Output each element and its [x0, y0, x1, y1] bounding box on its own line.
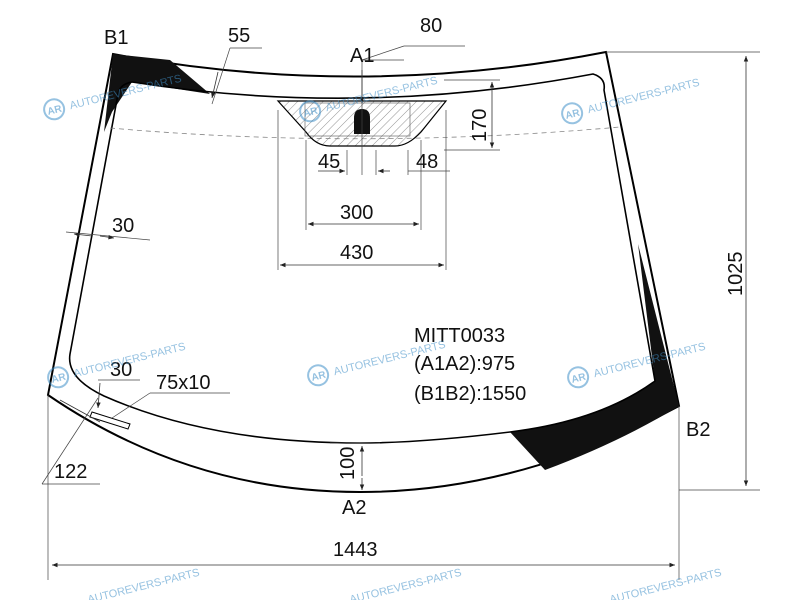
- corner-tint-top-left: [104, 54, 210, 132]
- svg-text:AUTOREVERS-PARTS: AUTOREVERS-PARTS: [86, 567, 200, 600]
- dim-430: 430: [340, 242, 373, 264]
- corner-tint-right: [510, 244, 679, 470]
- dim-1443: 1443: [333, 539, 378, 561]
- dim-122: 122: [54, 461, 87, 483]
- point-b2: B2: [686, 419, 710, 441]
- watermark-bottom-left: AUTOREVERS-PARTS: [86, 567, 200, 600]
- dim-300: 300: [340, 202, 373, 224]
- svg-text:AR: AR: [46, 103, 63, 117]
- dim-30-bottom: 30: [110, 359, 132, 381]
- dim-170: 170: [469, 109, 491, 142]
- svg-text:AUTOREVERS-PARTS: AUTOREVERS-PARTS: [348, 567, 462, 600]
- point-b1: B1: [104, 27, 128, 49]
- svg-text:AUTOREVERS-PARTS: AUTOREVERS-PARTS: [608, 567, 722, 600]
- dim-30-side: 30: [112, 215, 134, 237]
- dim-48: 48: [416, 151, 438, 173]
- dim-45: 45: [318, 151, 340, 173]
- dim-1025: 1025: [725, 252, 747, 297]
- glass-inner-outline: [68, 73, 656, 444]
- svg-text:AR: AR: [564, 107, 581, 121]
- b1b2-distance: (B1B2):1550: [414, 383, 526, 405]
- dim-75x10: 75x10: [156, 372, 211, 394]
- svg-text:AR: AR: [310, 369, 327, 383]
- vin-window: [89, 411, 131, 430]
- svg-text:AR: AR: [50, 371, 67, 385]
- dim-55: 55: [228, 25, 250, 47]
- watermark-bottom-right: AUTOREVERS-PARTS: [608, 567, 722, 600]
- watermark-bottom-center: AUTOREVERS-PARTS: [348, 567, 462, 600]
- part-code: MITT0033: [414, 325, 505, 347]
- svg-text:AR: AR: [302, 105, 319, 119]
- svg-text:AR: AR: [570, 371, 587, 385]
- dim-80: 80: [420, 15, 442, 37]
- dim-100: 100: [337, 447, 359, 480]
- point-a1: A1: [350, 45, 374, 67]
- point-a2: A2: [342, 497, 366, 519]
- a1a2-distance: (A1A2):975: [414, 353, 515, 375]
